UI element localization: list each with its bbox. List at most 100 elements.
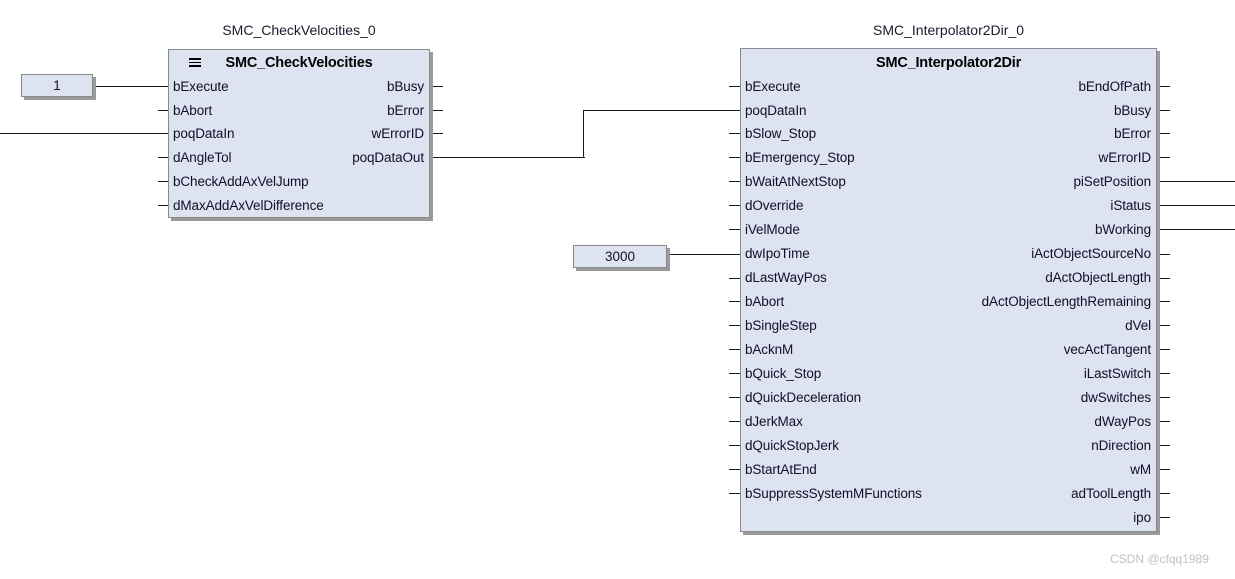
const-literal-1[interactable]: 1 <box>21 74 93 97</box>
pin-stub-in-b2-bwaitatnextstop <box>729 181 741 182</box>
pin-out-b2-adtoollength[interactable]: adToolLength <box>1071 486 1151 501</box>
pin-stub-in-b2-bemergency-stop <box>729 157 741 158</box>
pin-out-berror[interactable]: bError <box>387 103 424 118</box>
pin-out-b2-bbusy[interactable]: bBusy <box>1113 103 1151 118</box>
pin-stub-in-b2-bsuppresssystemmfunctions <box>729 493 741 494</box>
wire-poqdataout-seg-h2[interactable] <box>583 110 741 111</box>
pin-in-bexecute[interactable]: bExecute <box>173 79 229 94</box>
pin-out-poqdataout[interactable]: poqDataOut <box>352 150 424 165</box>
pin-stub-out-b2-dwswitches <box>1156 397 1170 398</box>
pin-out-werrorid[interactable]: wErrorID <box>371 126 425 141</box>
pin-in-b2-backnm[interactable]: bAcknM <box>745 342 794 357</box>
wire-left-to-poqdatain[interactable] <box>0 133 168 134</box>
block-menu-icon[interactable] <box>189 58 201 67</box>
pin-out-b2-dactobjectlengthremaining[interactable]: dActObjectLengthRemaining <box>981 294 1151 309</box>
pin-stub-in-b1-babort <box>158 110 170 111</box>
wire-poqdataout-seg-h1[interactable] <box>429 157 585 158</box>
pin-stub-in-b1-bcheckaddaxveljump <box>158 181 170 182</box>
wire-const3000-to-dwipotime[interactable] <box>667 254 741 255</box>
pin-stub-out-b2-ilastswitch <box>1156 373 1170 374</box>
wire-bworking-out[interactable] <box>1156 229 1235 230</box>
function-block-smc-checkvelocities[interactable]: SMC_CheckVelocities bExecute bAbort poqD… <box>168 49 430 218</box>
pin-in-bcheckaddaxveljump[interactable]: bCheckAddAxVelJump <box>173 174 309 189</box>
block-type-name-smc-interpolator2dir: SMC_Interpolator2Dir <box>875 55 1022 71</box>
pin-out-b2-iactobjectsourceno[interactable]: iActObjectSourceNo <box>1031 246 1151 261</box>
wire-pisetposition-out[interactable] <box>1156 181 1235 182</box>
pin-stub-out-b2-vecacttangent <box>1156 349 1170 350</box>
pin-stub-in-b2-bexecute <box>729 86 741 87</box>
pin-stub-in-b1-dangletol <box>158 157 170 158</box>
pin-out-bbusy[interactable]: bBusy <box>386 79 424 94</box>
block-instance-name-smc-interpolator2dir: SMC_Interpolator2Dir_0 <box>873 22 1024 38</box>
pin-stub-out-b2-bendofpath <box>1156 86 1170 87</box>
pin-in-b2-poqdatain[interactable]: poqDataIn <box>745 103 807 118</box>
wire-poqdataout-seg-v[interactable] <box>583 110 584 158</box>
pin-stub-out-b1-berror <box>429 110 443 111</box>
pin-in-b2-bsuppresssystemmfunctions[interactable]: bSuppressSystemMFunctions <box>745 486 922 501</box>
pin-out-b2-istatus[interactable]: iStatus <box>1110 198 1151 213</box>
pin-in-b2-babort[interactable]: bAbort <box>745 294 785 309</box>
pin-in-b2-djerkmax[interactable]: dJerkMax <box>745 414 803 429</box>
pin-stub-in-b1-dmaxaddaxveldifference <box>158 205 170 206</box>
pin-stub-in-b2-djerkmax <box>729 421 741 422</box>
pin-stub-in-b2-dquickstopjerk <box>729 445 741 446</box>
pin-in-b2-dquickdeceleration[interactable]: dQuickDeceleration <box>745 390 862 405</box>
pin-in-b2-dwipotime[interactable]: dwIpoTime <box>745 246 810 261</box>
pin-stub-in-b1-bexecute <box>158 86 170 87</box>
pin-in-babort[interactable]: bAbort <box>173 103 213 118</box>
pin-stub-in-b2-dquickdeceleration <box>729 397 741 398</box>
pin-out-b2-dwswitches[interactable]: dwSwitches <box>1080 390 1151 405</box>
pin-stub-out-b2-berror <box>1156 133 1170 134</box>
pin-out-b2-ilastswitch[interactable]: iLastSwitch <box>1083 366 1151 381</box>
pin-out-b2-dactobjectlength[interactable]: dActObjectLength <box>1045 270 1151 285</box>
pin-stub-out-b1-bbusy <box>429 86 443 87</box>
function-block-smc-interpolator2dir[interactable]: SMC_Interpolator2Dir bExecute poqDataIn … <box>740 48 1157 532</box>
pin-out-b2-pisetposition[interactable]: piSetPosition <box>1073 174 1152 189</box>
pin-stub-in-b2-dlastwaypos <box>729 278 741 279</box>
pin-stub-out-b1-werrorid <box>429 133 443 134</box>
pin-stub-out-b2-ipo <box>1156 517 1170 518</box>
pin-stub-in-b2-bstartatend <box>729 469 741 470</box>
pin-in-b2-bslow-stop[interactable]: bSlow_Stop <box>745 126 817 141</box>
pin-stub-out-b2-bbusy <box>1156 110 1170 111</box>
pin-out-b2-berror[interactable]: bError <box>1114 126 1151 141</box>
pin-out-b2-dwaypos[interactable]: dWayPos <box>1094 414 1151 429</box>
pin-in-b2-doverride[interactable]: dOverride <box>745 198 804 213</box>
wire-istatus-out[interactable] <box>1156 205 1235 206</box>
pin-in-b2-bstartatend[interactable]: bStartAtEnd <box>745 462 817 477</box>
pin-in-b2-bwaitatnextstop[interactable]: bWaitAtNextStop <box>745 174 846 189</box>
const-literal-3000[interactable]: 3000 <box>573 245 667 268</box>
pin-in-b2-dlastwaypos[interactable]: dLastWayPos <box>745 270 827 285</box>
pin-stub-in-b2-bsinglestep <box>729 325 741 326</box>
pin-stub-in-b2-doverride <box>729 205 741 206</box>
pin-out-b2-ipo[interactable]: ipo <box>1133 510 1151 525</box>
pin-stub-in-b2-backnm <box>729 349 741 350</box>
pin-in-poqdatain[interactable]: poqDataIn <box>173 126 235 141</box>
pin-in-b2-dquickstopjerk[interactable]: dQuickStopJerk <box>745 438 839 453</box>
pin-out-b2-ndirection[interactable]: nDirection <box>1091 438 1151 453</box>
pin-in-dangletol[interactable]: dAngleTol <box>173 150 232 165</box>
wire-const1-to-bexecute[interactable] <box>93 86 168 87</box>
pin-stub-in-b2-babort <box>729 301 741 302</box>
pin-stub-out-b2-dwaypos <box>1156 421 1170 422</box>
pin-out-b2-werrorid[interactable]: wErrorID <box>1098 150 1152 165</box>
pin-in-b2-bemergency-stop[interactable]: bEmergency_Stop <box>745 150 855 165</box>
pin-stub-in-b2-bquick-stop <box>729 373 741 374</box>
pin-in-b2-bsinglestep[interactable]: bSingleStep <box>745 318 817 333</box>
pin-in-b2-ivelmode[interactable]: iVelMode <box>745 222 800 237</box>
pin-out-b2-bworking[interactable]: bWorking <box>1095 222 1151 237</box>
pin-stub-out-b2-werrorid <box>1156 157 1170 158</box>
pin-in-dmaxaddaxveldifference[interactable]: dMaxAddAxVelDifference <box>173 198 324 213</box>
pin-in-b2-bexecute[interactable]: bExecute <box>745 79 801 94</box>
pin-in-b2-bquick-stop[interactable]: bQuick_Stop <box>745 366 822 381</box>
pin-stub-out-b2-ndirection <box>1156 445 1170 446</box>
pin-stub-out-b2-dactobjectlength <box>1156 278 1170 279</box>
pin-out-b2-bendofpath[interactable]: bEndOfPath <box>1078 79 1151 94</box>
pin-stub-out-b2-dvel <box>1156 325 1170 326</box>
pin-stub-out-b2-wm <box>1156 469 1170 470</box>
pin-stub-out-b2-iactobjectsourceno <box>1156 254 1170 255</box>
pin-out-b2-vecacttangent[interactable]: vecActTangent <box>1063 342 1151 357</box>
pin-out-b2-dvel[interactable]: dVel <box>1125 318 1151 333</box>
pin-out-b2-wm[interactable]: wM <box>1130 462 1151 477</box>
